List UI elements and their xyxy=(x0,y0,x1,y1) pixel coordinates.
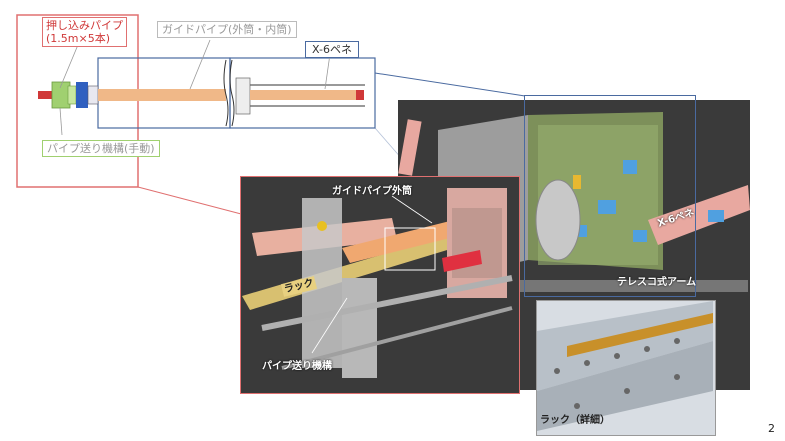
blue-flange xyxy=(76,82,88,108)
orange-guide-pipe xyxy=(98,89,226,101)
feed-mechanism-label: パイプ送り機構 xyxy=(262,361,332,372)
push-pipe-label: 押し込みパイプ xyxy=(46,19,123,32)
push-pipe-spec-label: (1.5m×5本) xyxy=(46,32,111,45)
x6-frame xyxy=(229,57,376,129)
guide-pipe-label: ガイドパイプ(外筒・内筒) xyxy=(157,21,297,38)
feed-mechanism-manual-label: パイプ送り機構(手動) xyxy=(42,140,160,157)
rack-detail-label: ラック（詳細） xyxy=(540,415,610,426)
x6-label: X-6ペネ xyxy=(305,41,359,58)
page-number: 2 xyxy=(768,422,775,435)
x6-3d-frame xyxy=(524,95,696,297)
telescopic-arm-label: テレスコ式アーム xyxy=(617,277,697,288)
guide-pipe-outer-label: ガイドパイプ外筒 xyxy=(332,186,412,197)
push-pipe-label-box: 押し込みパイプ (1.5m×5本) xyxy=(42,17,127,47)
red-connector-line xyxy=(137,186,246,216)
rack-detail-drawing xyxy=(537,301,713,431)
pipe-tip xyxy=(356,90,364,100)
blue-connector-line xyxy=(374,72,526,97)
